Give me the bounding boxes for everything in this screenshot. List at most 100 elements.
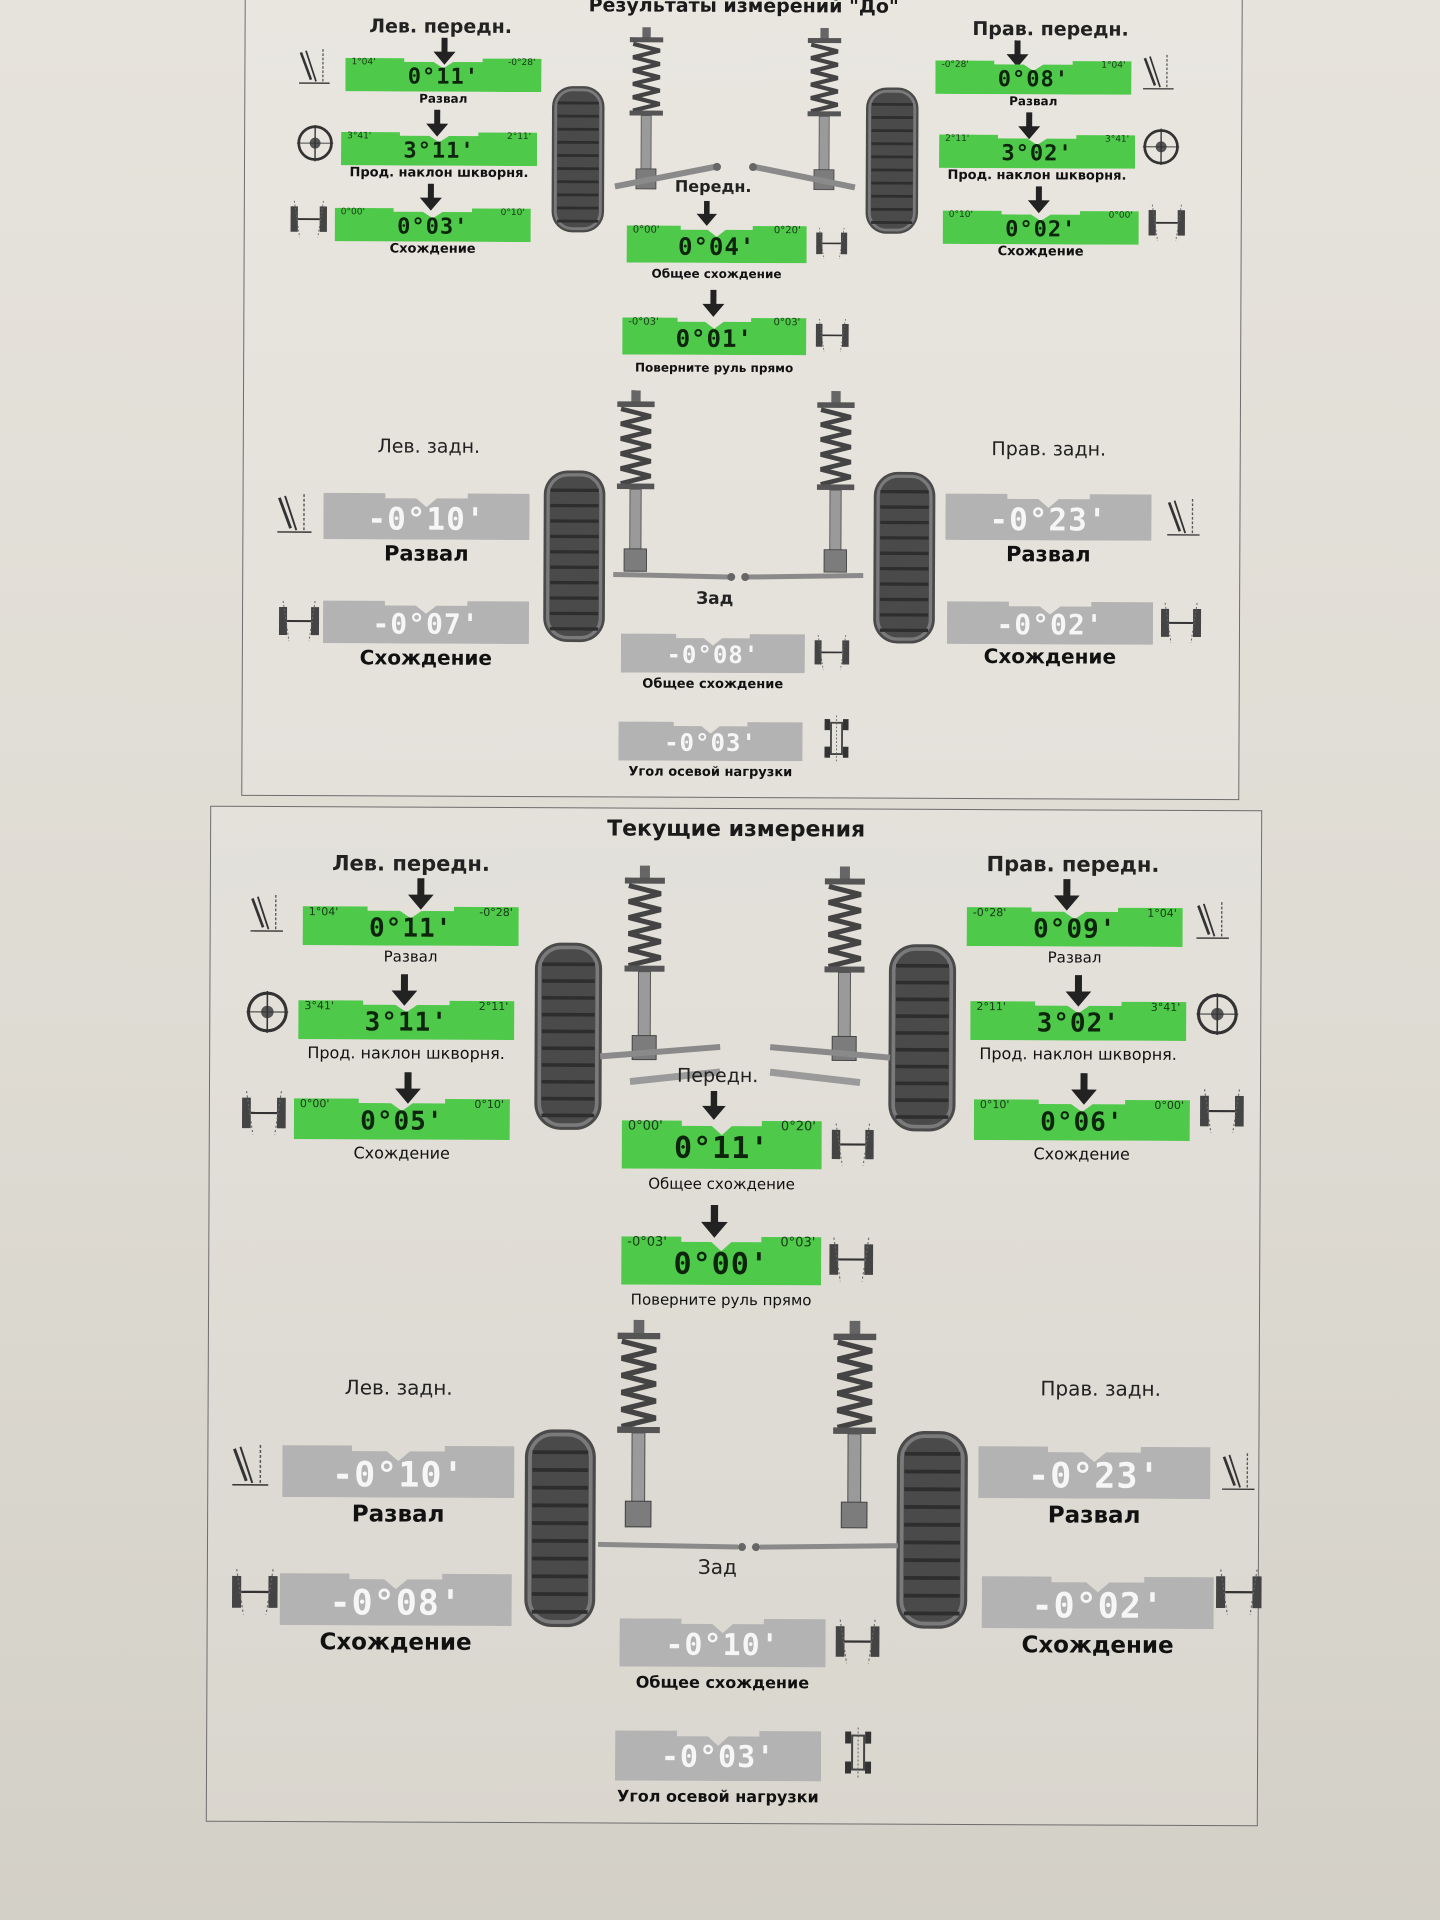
steering-icon bbox=[814, 317, 850, 353]
gauge-label: Прод. наклон шкворня. bbox=[274, 1043, 538, 1063]
thrust-icon bbox=[843, 1727, 873, 1777]
reading-value: -0°03' bbox=[618, 728, 802, 757]
gauge-label: Схождение bbox=[323, 645, 529, 670]
gauge-fl-caster: 3°41' 2°11' 3°11' bbox=[298, 997, 514, 1040]
rear-left-wheel-icon bbox=[522, 1416, 599, 1640]
gauge-front-total-toe: 0°00' 0°20' 0°04' bbox=[627, 222, 807, 263]
reading-value: -0°08' bbox=[280, 1583, 512, 1624]
gauge-steering: -0°03' 0°03' 0°01' bbox=[622, 314, 806, 355]
gauge-rear-total-toe: -0°10' bbox=[619, 1615, 825, 1668]
section-before-panel: Результаты измерений "До" Лев. передн. 1… bbox=[241, 0, 1242, 800]
gauge-label: Угол осевой нагрузки bbox=[595, 1786, 841, 1806]
rear-axle-label: Зад bbox=[696, 589, 733, 609]
gauge-label: Развал bbox=[967, 948, 1183, 967]
gauge-label: Развал bbox=[282, 1501, 514, 1528]
reading-value: 0°08' bbox=[935, 67, 1131, 93]
front-axle-label: Передн. bbox=[675, 177, 752, 196]
gauge-fl-caster: 3°41' 2°11' 3°11' bbox=[341, 129, 537, 166]
front-right-wheel-icon bbox=[861, 86, 924, 236]
reading-value: 0°05' bbox=[294, 1106, 510, 1137]
rear-right-label: Прав. задн. bbox=[981, 1376, 1221, 1401]
toe-icon bbox=[230, 1567, 280, 1617]
reading-value: 0°09' bbox=[967, 914, 1183, 945]
rear-left-label: Лев. задн. bbox=[334, 435, 524, 458]
reading-value: -0°23' bbox=[945, 502, 1151, 539]
gauge-rr-camber: -0°23' bbox=[978, 1442, 1210, 1499]
gauge-label: Прод. наклон шкворня. bbox=[321, 165, 557, 181]
reading-value: 0°01' bbox=[622, 324, 806, 353]
toe-icon bbox=[1198, 1087, 1246, 1135]
camber-icon bbox=[1220, 1443, 1256, 1499]
gauge-steering: -0°03' 0°03' 0°00' bbox=[621, 1233, 821, 1286]
gauge-label: Развал bbox=[978, 1502, 1210, 1529]
reading-value: 0°11' bbox=[303, 913, 519, 944]
gauge-fr-toe: 0°10' 0°00' 0°02' bbox=[943, 208, 1139, 245]
toe-icon bbox=[277, 599, 321, 643]
caster-icon bbox=[1141, 127, 1181, 167]
reading-value: 3°02' bbox=[970, 1008, 1186, 1039]
gauge-label: Прод. наклон шкворня. bbox=[919, 168, 1155, 184]
total-toe-icon bbox=[833, 1617, 881, 1665]
toe-icon bbox=[240, 1089, 288, 1137]
gauge-thrust-angle: -0°03' bbox=[618, 718, 802, 761]
reading-value: -0°03' bbox=[615, 1739, 821, 1775]
camber-icon bbox=[275, 489, 313, 537]
gauge-rr-toe: -0°02' bbox=[947, 598, 1153, 645]
gauge-rl-camber: -0°10' bbox=[282, 1441, 514, 1498]
gauge-thrust-angle: -0°03' bbox=[615, 1726, 821, 1781]
gauge-front-total-toe: 0°00' 0°20' 0°11' bbox=[622, 1117, 822, 1170]
gauge-label: Общее схождение bbox=[602, 1174, 842, 1193]
reading-value: -0°02' bbox=[982, 1586, 1214, 1627]
gauge-rl-toe: -0°08' bbox=[280, 1569, 512, 1626]
front-left-wheel-icon bbox=[547, 84, 610, 234]
front-left-label: Лев. передн. bbox=[291, 851, 531, 876]
camber-icon bbox=[230, 1437, 270, 1493]
reading-value: -0°10' bbox=[282, 1455, 514, 1496]
gauge-label: Развал bbox=[935, 94, 1131, 109]
section-current-panel: Текущие измерения Лев. передн. 1°04' -0°… bbox=[206, 806, 1262, 1827]
camber-icon bbox=[249, 889, 285, 937]
caster-icon bbox=[244, 989, 290, 1035]
toe-icon bbox=[1147, 203, 1187, 243]
reading-value: -0°07' bbox=[323, 607, 529, 641]
reading-value: 3°11' bbox=[298, 1007, 514, 1038]
rear-left-wheel-icon bbox=[541, 468, 608, 644]
reading-value: 0°04' bbox=[627, 232, 807, 261]
gauge-label: Развал bbox=[345, 91, 541, 106]
reading-value: 0°11' bbox=[345, 64, 541, 90]
toe-icon bbox=[1214, 1567, 1264, 1617]
caster-icon bbox=[1194, 991, 1240, 1037]
caster-icon bbox=[295, 123, 335, 163]
gauge-fr-toe: 0°10' 0°00' 0°06' bbox=[974, 1096, 1190, 1141]
gauge-fl-toe: 0°00' 0°10' 0°03' bbox=[335, 205, 531, 242]
gauge-fr-camber: -0°28' 1°04' 0°09' bbox=[967, 904, 1183, 947]
gauge-label: Прод. наклон шкворня. bbox=[946, 1044, 1210, 1064]
reading-value: 0°06' bbox=[974, 1107, 1190, 1138]
total-toe-icon bbox=[813, 633, 851, 671]
front-axle-label: Передн. bbox=[677, 1065, 758, 1087]
gauge-rl-toe: -0°07' bbox=[323, 597, 529, 644]
reading-value: -0°08' bbox=[621, 640, 805, 669]
rear-left-strut-icon bbox=[607, 388, 664, 578]
gauge-rr-toe: -0°02' bbox=[982, 1572, 1214, 1629]
rear-left-label: Лев. задн. bbox=[289, 1375, 509, 1400]
gauge-fr-camber: -0°28' 1°04' 0°08' bbox=[935, 58, 1131, 95]
reading-value: 3°11' bbox=[341, 138, 537, 164]
reading-value: -0°10' bbox=[619, 1628, 825, 1664]
gauge-fr-caster: 2°11' 3°41' 3°02' bbox=[939, 132, 1135, 169]
gauge-rl-camber: -0°10' bbox=[323, 489, 529, 540]
gauge-label: Общее схождение bbox=[607, 266, 827, 281]
section-current-title: Текущие измерения bbox=[211, 815, 1261, 845]
rear-axle-icon bbox=[603, 556, 873, 587]
camber-icon bbox=[1195, 895, 1231, 945]
gauge-label: Схождение bbox=[943, 244, 1139, 260]
gauge-label: Схождение bbox=[280, 1629, 512, 1656]
gauge-fl-camber: 1°04' -0°28' 0°11' bbox=[303, 903, 519, 946]
rear-axle-label: Зад bbox=[698, 1555, 737, 1579]
reading-value: 0°03' bbox=[335, 214, 531, 240]
rear-right-wheel-icon bbox=[871, 470, 938, 646]
gauge-label: Схождение bbox=[982, 1632, 1214, 1659]
reading-value: -0°02' bbox=[947, 608, 1153, 642]
camber-icon bbox=[1141, 51, 1175, 93]
gauge-fr-caster: 2°11' 3°41' 3°02' bbox=[970, 998, 1186, 1041]
